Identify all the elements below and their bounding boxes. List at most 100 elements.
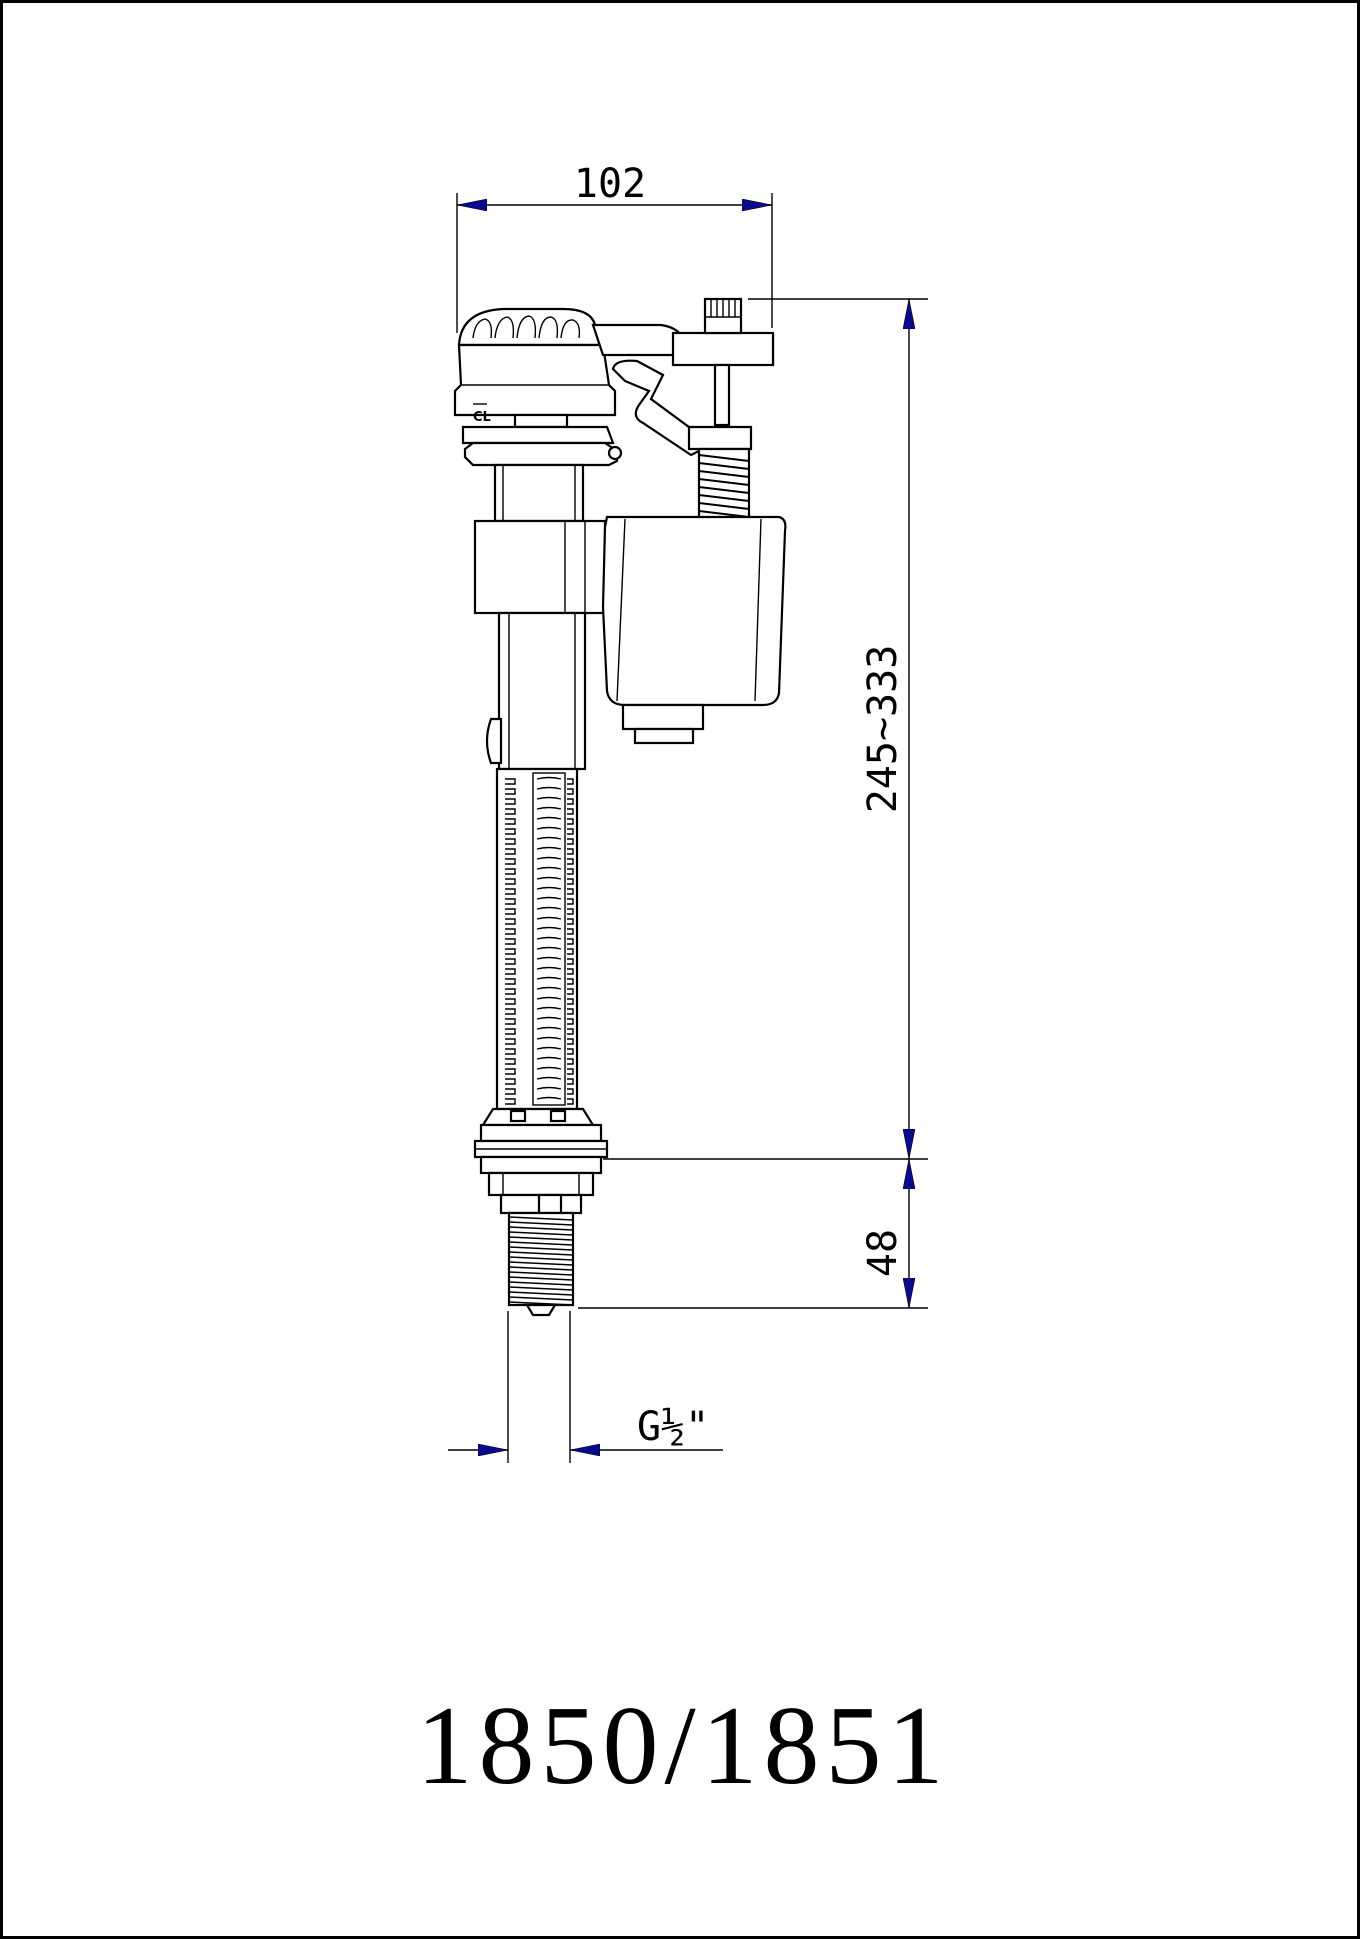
tube-rib-left <box>505 878 516 885</box>
float-spring <box>697 447 751 521</box>
tube-rib-right <box>567 988 574 995</box>
tube-rib-left <box>505 1068 516 1075</box>
adjuster-housing <box>671 331 775 367</box>
tube-rib-inner <box>536 836 562 840</box>
tube-rib-right <box>567 1068 574 1075</box>
tube-rib-inner <box>536 786 562 790</box>
float-cup-drain <box>633 727 695 745</box>
tube-rib-left <box>505 948 516 955</box>
float-cup-edge <box>616 518 626 702</box>
tube-rib-inner <box>536 876 562 880</box>
tube-rib-right <box>567 1028 574 1035</box>
tube-rib-right <box>567 848 574 855</box>
float-cup <box>601 515 787 745</box>
tube-rib-left <box>505 848 516 855</box>
adjuster-rod <box>713 363 731 427</box>
tube-rib-left <box>505 1098 516 1105</box>
tube-rib-inner <box>536 986 562 990</box>
guide-block <box>473 519 607 615</box>
tube-rib-inner <box>536 1006 562 1010</box>
tube-rib-right <box>567 978 574 985</box>
valve-lower-ring <box>463 441 619 467</box>
tube-rib-right <box>567 958 574 965</box>
dimension-width: 102 <box>456 161 773 333</box>
shank-thread-line <box>508 1256 574 1261</box>
shank-thread-line <box>508 1246 574 1251</box>
middle-tube <box>497 611 587 771</box>
tube-rib-right <box>567 1008 574 1015</box>
tube-rib-right <box>567 898 574 905</box>
tube-rib-left <box>505 838 516 845</box>
model-title: 1850/1851 <box>416 1684 949 1808</box>
dimension-height: 245~333 <box>603 298 928 1160</box>
tube-rib-inner <box>536 926 562 930</box>
shank-thread-line <box>508 1216 574 1221</box>
tube-rib-inner <box>536 1096 562 1100</box>
tube-rib-inner <box>536 826 562 830</box>
tube-rib-right <box>567 1098 574 1105</box>
tube-rib-inner <box>536 1016 562 1020</box>
upper-shaft <box>493 463 585 523</box>
tube-rib-left <box>505 778 516 785</box>
tube-rib-inner <box>536 936 562 940</box>
tube-rib-inner <box>536 1036 562 1040</box>
tube-rib-inner <box>536 846 562 850</box>
shank-key <box>537 1193 563 1215</box>
guide-block-body <box>473 519 607 615</box>
tube-rib-right <box>567 828 574 835</box>
tube-base-tab-left <box>509 1109 527 1123</box>
tube-rib-left <box>505 1028 516 1035</box>
tube-rib-right <box>567 838 574 845</box>
tube-rib-left <box>505 858 516 865</box>
tube-clip <box>485 717 503 765</box>
flange-upper <box>479 1123 603 1143</box>
dim-thread-length-label: 48 <box>860 1229 906 1277</box>
tube-rib-inner <box>536 1026 562 1030</box>
tube-rib-left <box>505 928 516 935</box>
tube-rib-left <box>505 958 516 965</box>
tube-rib-inner <box>536 956 562 960</box>
tube-rib-inner <box>536 776 562 780</box>
tube-rib-right <box>567 968 574 975</box>
ribbed-tube-inner <box>532 772 566 1106</box>
tube-rib-left <box>505 1038 516 1045</box>
tube-rib-left <box>505 888 516 895</box>
tube-rib-inner <box>536 816 562 820</box>
tube-rib-left <box>505 1058 516 1065</box>
tube-rib-inner <box>536 916 562 920</box>
upper-shaft-body <box>493 463 585 523</box>
tube-base <box>481 1107 595 1127</box>
tube-rib-right <box>567 1018 574 1025</box>
tube-rib-inner <box>536 796 562 800</box>
tube-rib-right <box>567 868 574 875</box>
tube-rib-left <box>505 968 516 975</box>
tube-rib-right <box>567 808 574 815</box>
tube-rib-right <box>567 1048 574 1055</box>
shank-thread-line <box>508 1291 574 1296</box>
tube-rib-right <box>567 878 574 885</box>
tube-ribs <box>505 776 574 1105</box>
tube-rib-left <box>505 1088 516 1095</box>
tube-rib-left <box>505 898 516 905</box>
tube-rib-right <box>567 938 574 945</box>
tube-rib-inner <box>536 1046 562 1050</box>
tube-rib-right <box>567 998 574 1005</box>
dim-height-label: 245~333 <box>860 645 906 814</box>
tube-rib-inner <box>536 966 562 970</box>
tube-base-tab-right <box>549 1109 567 1123</box>
tube-rib-right <box>567 908 574 915</box>
float-cup-edge-right <box>754 518 762 702</box>
tube-rib-left <box>505 998 516 1005</box>
tube-rib-left <box>505 988 516 995</box>
tube-rib-left <box>505 788 516 795</box>
tube-rib-left <box>505 828 516 835</box>
shank-thread-line <box>508 1236 574 1241</box>
tube-rib-right <box>567 788 574 795</box>
tube-rib-right <box>567 818 574 825</box>
tube-rib-inner <box>536 806 562 810</box>
spring-coils <box>698 454 750 518</box>
float-cup-body <box>601 515 787 707</box>
shank-threads <box>508 1216 574 1306</box>
tube-rib-inner <box>536 976 562 980</box>
shank-thread-line <box>508 1241 574 1246</box>
